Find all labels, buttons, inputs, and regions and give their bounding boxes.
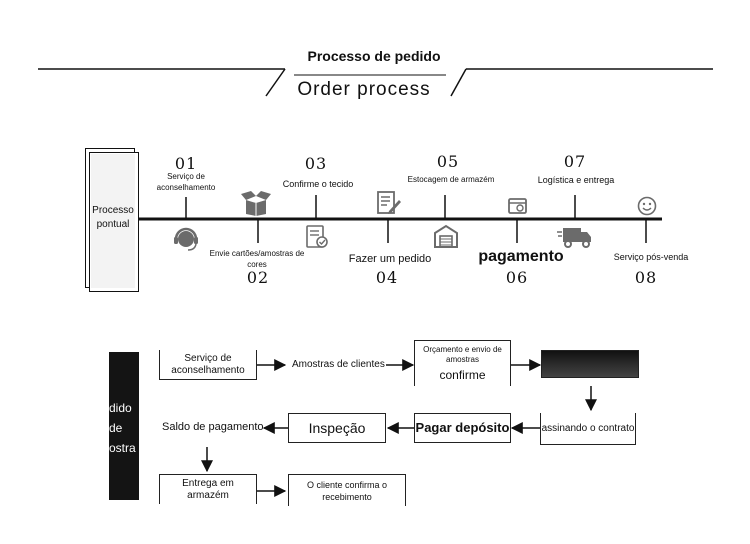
- step-06-label: pagamento: [478, 248, 564, 265]
- truck-icon: [557, 228, 591, 248]
- flow-box-quote-text: Orçamento e envio de amostras: [423, 345, 502, 364]
- wallet-icon: [508, 198, 527, 214]
- flow-side-label: dido de ostra: [109, 401, 136, 455]
- step-02-label: Envie cartões/amostras de cores: [209, 249, 305, 269]
- flow-box-pay-deposit: Pagar depósito: [414, 413, 511, 443]
- step-07-label: Logística e entrega: [537, 175, 615, 185]
- step-08-label: Serviço pós-venda: [613, 252, 689, 262]
- edit-document-icon: [377, 191, 401, 214]
- step-06-number: 06: [505, 268, 529, 287]
- warehouse-icon: [434, 224, 458, 248]
- flow-box-confirm-text: confirme: [439, 368, 486, 382]
- start-panel: Processo pontual: [85, 148, 139, 292]
- flow-arrows: [201, 359, 597, 497]
- step-05-number: 05: [436, 152, 460, 171]
- flow-box-signing-contract: assinando o contrato: [540, 413, 636, 445]
- flow-box-quote-samples: Orçamento e envio de amostras confirme: [414, 340, 511, 386]
- flow-side-panel: dido de ostra: [85, 352, 139, 500]
- flow-box-inspection: Inspeção: [288, 413, 386, 443]
- headset-icon: [174, 227, 198, 251]
- title-portuguese: Processo de pedido: [307, 48, 441, 64]
- step-07-number: 07: [563, 152, 587, 171]
- flow-box-consulting: Serviço de aconselhamento: [159, 350, 257, 380]
- flow-box-balance-payment: Saldo de pagamento: [162, 421, 264, 433]
- title-english: Order process: [297, 79, 431, 100]
- header-lines: [38, 68, 713, 97]
- flow-box-client-confirms: O cliente confirma o recebimento: [288, 474, 406, 506]
- step-03-label: Confirme o tecido: [282, 179, 354, 189]
- smiley-icon: [637, 196, 657, 216]
- checklist-icon: [306, 225, 328, 248]
- flow-box-warehouse-delivery: Entrega em armazém: [159, 474, 257, 504]
- timeline-axis: [139, 195, 662, 243]
- flow-box-client-samples: Amostras de clientes: [292, 359, 385, 370]
- step-08-number: 08: [634, 268, 658, 287]
- step-05-label: Estocagem de armazém: [407, 175, 495, 184]
- start-label: Processo pontual: [92, 205, 134, 230]
- step-01-number: 01: [174, 154, 198, 173]
- step-04-number: 04: [375, 268, 399, 287]
- step-01-label: Serviço de aconselhamento: [156, 172, 216, 192]
- step-03-number: 03: [304, 154, 328, 173]
- step-02-number: 02: [246, 268, 270, 287]
- open-box-icon: [241, 191, 271, 216]
- flow-box-obscured: [541, 350, 639, 378]
- step-04-label: Fazer um pedido: [348, 253, 432, 265]
